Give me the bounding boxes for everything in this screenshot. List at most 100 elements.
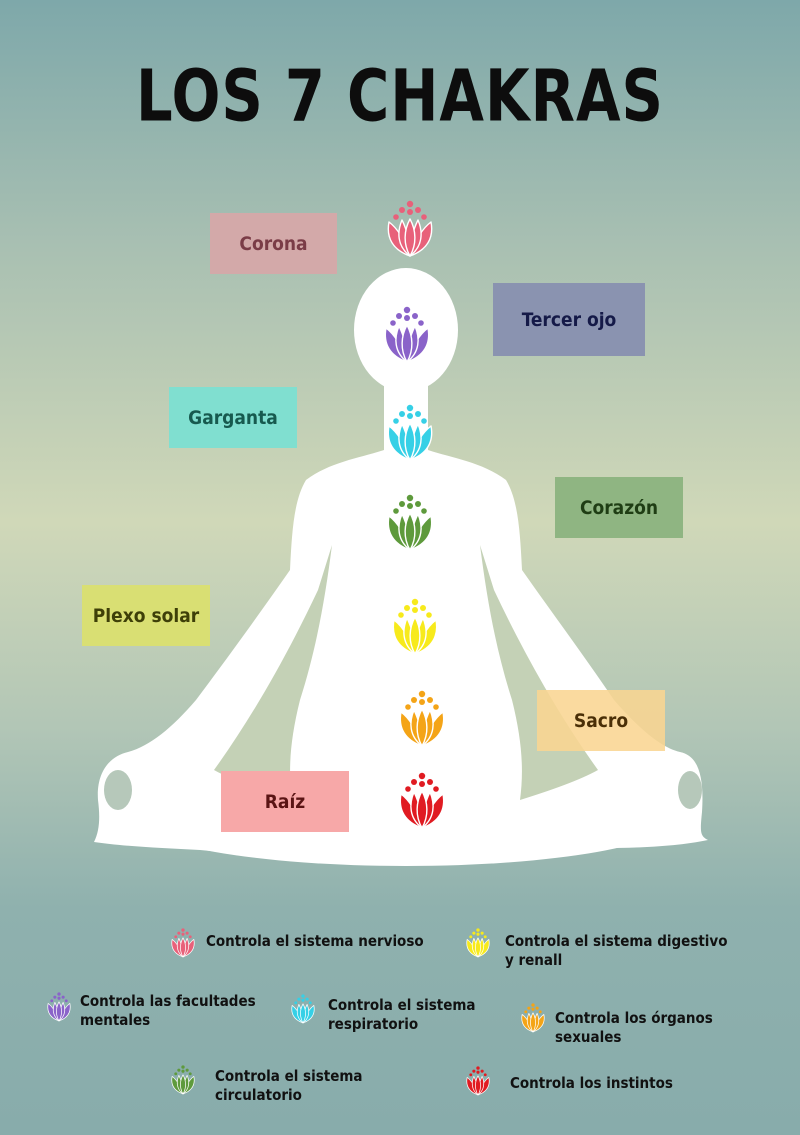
page-title: LOS 7 CHAKRAS bbox=[136, 55, 664, 139]
legend-item-tercer-ojo: Controla las facultades mentales bbox=[46, 992, 276, 1038]
lotus-icon-tercer-ojo bbox=[384, 306, 430, 363]
lotus-icon-garganta-dot-3 bbox=[407, 413, 413, 419]
legend-lotus-icon-sacro-dot-0 bbox=[531, 1003, 535, 1007]
legend-lotus-icon-tercer-ojo-dot-0 bbox=[57, 992, 61, 996]
legend-lotus-icon-corazon-dot-2 bbox=[185, 1068, 189, 1072]
lotus-icon-garganta-dot-0 bbox=[406, 404, 414, 412]
lotus-icon-raiz-dot-3 bbox=[419, 781, 425, 787]
legend-item-garganta: Controla el sistema respiratorio bbox=[290, 994, 500, 1040]
legend-lotus-icon-corazon-dot-3 bbox=[181, 1069, 185, 1073]
lotus-icon-sacro-dot-1 bbox=[411, 697, 417, 703]
legend-lotus-icon-garganta-petal-4 bbox=[300, 1003, 306, 1024]
legend-lotus-icon-garganta-dot-1 bbox=[297, 997, 301, 1001]
legend-lotus-icon-sacro-dot-4 bbox=[524, 1010, 528, 1014]
legend-lotus-icon-raiz-dot-0 bbox=[476, 1066, 480, 1070]
lotus-icon-sacro-dot-5 bbox=[433, 704, 439, 710]
legend-lotus-icon-plexo-solar-dot-4 bbox=[469, 935, 473, 939]
legend-lotus-icon-sacro-dot-2 bbox=[535, 1006, 539, 1010]
legend-lotus-icon-corazon-petal-4 bbox=[180, 1074, 186, 1095]
legend-lotus-icon-plexo-solar-dot-2 bbox=[480, 931, 484, 935]
legend-lotus-icon-garganta bbox=[291, 994, 315, 1024]
legend-lotus-icon-tercer-ojo-petal-4 bbox=[56, 1001, 62, 1022]
legend-lotus-icon-corazon-dot-5 bbox=[188, 1072, 192, 1076]
lotus-icon-corazon-dot-2 bbox=[415, 501, 421, 507]
legend-item-plexo-solar: Controla el sistema digestivo y renall bbox=[465, 928, 765, 974]
lotus-icon-plexo-solar-dot-2 bbox=[420, 605, 426, 611]
lotus-icon-sacro-dot-4 bbox=[405, 704, 411, 710]
legend-lotus-icon-sacro bbox=[521, 1003, 545, 1033]
legend-item-sacro: Controla los órganos sexuales bbox=[520, 1003, 750, 1049]
lotus-icon-sacro-petal-4 bbox=[416, 708, 428, 747]
legend-lotus-icon-raiz-dot-5 bbox=[483, 1073, 487, 1077]
lotus-icon-sacro bbox=[399, 690, 445, 747]
legend-lotus-icon-corazon bbox=[171, 1065, 195, 1095]
legend-lotus-icon-garganta-dot-5 bbox=[308, 1001, 312, 1005]
lotus-icon-garganta-petal-4 bbox=[404, 422, 416, 461]
lotus-icon-garganta-dot-1 bbox=[399, 411, 405, 417]
lotus-icon-sacro-dot-3 bbox=[419, 699, 425, 705]
lotus-icon-corona-dot-4 bbox=[393, 214, 399, 220]
legend-lotus-icon-raiz-dot-4 bbox=[469, 1073, 473, 1077]
legend-text-garganta: Controla el sistema respiratorio bbox=[328, 996, 476, 1033]
lotus-icon-corona-dot-0 bbox=[406, 200, 414, 208]
lotus-icon-tercer-ojo-petal-4 bbox=[401, 324, 413, 363]
lotus-icon-tercer-ojo-dot-5 bbox=[418, 320, 424, 326]
lotus-icon-corazon-dot-4 bbox=[393, 508, 399, 514]
legend-lotus-icon-plexo-solar-dot-0 bbox=[476, 928, 480, 932]
label-tercer-ojo: Tercer ojo bbox=[493, 283, 645, 356]
legend-text-plexo-solar: Controla el sistema digestivo y renall bbox=[505, 932, 728, 969]
legend-lotus-icon-raiz bbox=[466, 1066, 490, 1096]
legend-lotus-icon-tercer-ojo bbox=[47, 992, 71, 1022]
lotus-icon-plexo-solar-dot-3 bbox=[412, 607, 418, 613]
legend-lotus-icon-corona-petal-4 bbox=[180, 937, 186, 958]
label-plexo-solar: Plexo solar bbox=[82, 585, 210, 646]
lotus-icon-garganta-dot-2 bbox=[415, 411, 421, 417]
legend-lotus-icon-corazon-dot-0 bbox=[181, 1065, 185, 1069]
lotus-icon-raiz-dot-2 bbox=[427, 779, 433, 785]
lotus-icon-corona-petal-4 bbox=[404, 218, 416, 257]
legend-text-tercer-ojo: Controla las facultades mentales bbox=[80, 992, 256, 1029]
legend-item-corazon: Controla el sistema circulatorio bbox=[170, 1065, 400, 1111]
legend-lotus-icon-garganta-dot-3 bbox=[301, 998, 305, 1002]
lotus-icon-plexo-solar-dot-1 bbox=[404, 605, 410, 611]
legend-lotus-icon-garganta-dot-2 bbox=[305, 997, 309, 1001]
legend-lotus-icon-sacro-petal-4 bbox=[530, 1012, 536, 1033]
lotus-icon-plexo-solar-petal-4 bbox=[409, 616, 421, 655]
legend-lotus-icon-raiz-dot-1 bbox=[472, 1069, 476, 1073]
label-garganta: Garganta bbox=[169, 387, 297, 448]
lotus-icon-corona-dot-1 bbox=[399, 207, 405, 213]
legend-lotus-icon-raiz-dot-2 bbox=[480, 1069, 484, 1073]
lotus-icon-raiz-dot-4 bbox=[405, 786, 411, 792]
lotus-icon-raiz-dot-0 bbox=[418, 772, 426, 780]
legend-lotus-icon-corona-dot-2 bbox=[185, 931, 189, 935]
legend-lotus-icon-tercer-ojo-dot-5 bbox=[64, 999, 68, 1003]
lotus-icon-corona bbox=[387, 200, 433, 257]
legend-lotus-icon-tercer-ojo-dot-3 bbox=[57, 996, 61, 1000]
legend-lotus-icon-raiz-petal-4 bbox=[475, 1075, 481, 1096]
legend-lotus-icon-tercer-ojo-dot-4 bbox=[50, 999, 54, 1003]
lotus-icon-garganta bbox=[387, 404, 433, 461]
legend-lotus-icon-tercer-ojo-dot-1 bbox=[53, 995, 57, 999]
lotus-icon-raiz-dot-5 bbox=[433, 786, 439, 792]
lotus-icon-plexo-solar-dot-5 bbox=[426, 612, 432, 618]
legend-lotus-icon-corazon-dot-4 bbox=[174, 1072, 178, 1076]
legend-lotus-icon-plexo-solar bbox=[466, 928, 490, 958]
lotus-icon-corona-dot-3 bbox=[407, 209, 413, 215]
legend-lotus-icon-corona bbox=[171, 928, 195, 958]
legend-lotus-icon-sacro-dot-5 bbox=[538, 1010, 542, 1014]
legend-lotus-icon-corona-dot-3 bbox=[181, 932, 185, 936]
label-raiz: Raíz bbox=[221, 771, 349, 832]
legend-lotus-icon-corona-dot-5 bbox=[188, 935, 192, 939]
legend-lotus-icon-corona-dot-0 bbox=[181, 928, 185, 932]
lotus-icon-raiz-petal-4 bbox=[416, 790, 428, 829]
lotus-icon-corona-dot-2 bbox=[415, 207, 421, 213]
legend-lotus-icon-corona-dot-4 bbox=[174, 935, 178, 939]
lotus-icon-corazon bbox=[387, 494, 433, 551]
legend-text-corona: Controla el sistema nervioso bbox=[206, 932, 424, 950]
legend-lotus-icon-garganta-dot-4 bbox=[294, 1001, 298, 1005]
lotus-icon-corazon-petal-4 bbox=[404, 512, 416, 551]
legend-text-corazon: Controla el sistema circulatorio bbox=[215, 1067, 363, 1104]
lotus-icon-tercer-ojo-dot-2 bbox=[412, 313, 418, 319]
lotus-icon-sacro-dot-0 bbox=[418, 690, 426, 698]
